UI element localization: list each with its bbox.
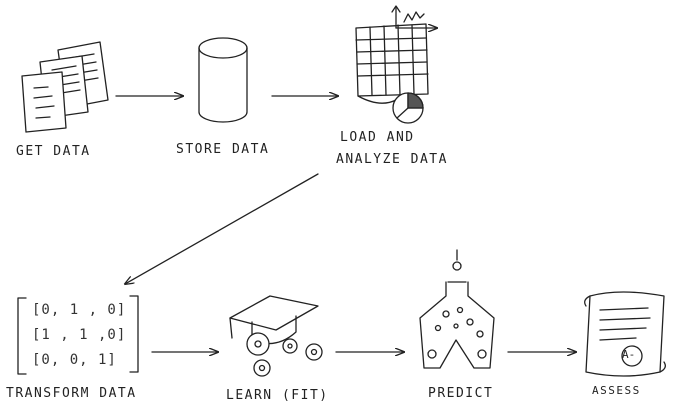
scroll-grade-icon bbox=[584, 291, 666, 377]
load-and-label: LOAD AND bbox=[340, 130, 415, 145]
matrix-row-1: [0, 1 , 0] bbox=[32, 302, 127, 318]
documents-icon bbox=[21, 41, 109, 133]
analyze-data-label: ANALYZE DATA bbox=[336, 152, 448, 167]
matrix-icon bbox=[17, 295, 139, 375]
learn-fit-label: LEARN (FIT) bbox=[226, 388, 329, 403]
graduation-cap-gears-icon bbox=[229, 295, 323, 377]
get-data-label: GET DATA bbox=[16, 144, 91, 159]
predict-label: PREDICT bbox=[428, 386, 494, 401]
matrix-row-3: [0, 0, 1] bbox=[32, 352, 117, 368]
arrow-load-to-transform bbox=[125, 173, 319, 284]
matrix-row-2: [1 , 1 ,0] bbox=[32, 327, 127, 343]
spreadsheet-chart-icon bbox=[355, 5, 437, 104]
prediction-machine-icon bbox=[419, 249, 495, 369]
transform-data-label: TRANSFORM DATA bbox=[6, 386, 137, 401]
pie-chart-icon bbox=[392, 92, 424, 124]
store-data-label: STORE DATA bbox=[176, 142, 270, 157]
assess-grade: A- bbox=[622, 348, 636, 361]
database-icon bbox=[198, 37, 248, 123]
assess-label: ASSESS bbox=[592, 384, 641, 397]
